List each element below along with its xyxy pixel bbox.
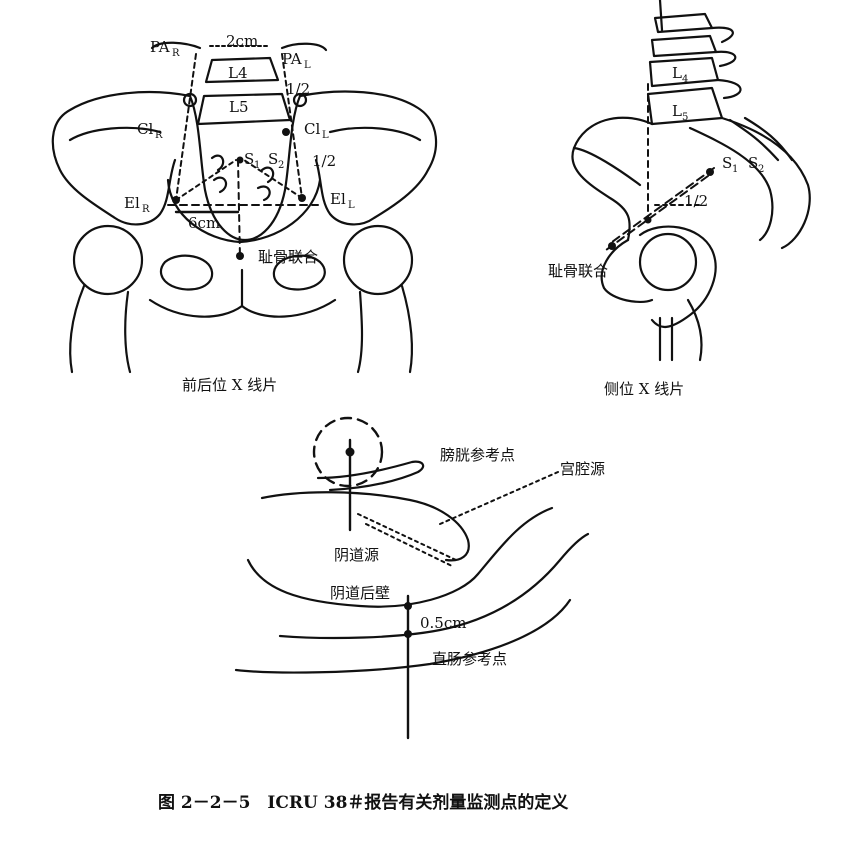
lat-symphysis-label: 耻骨联合 xyxy=(548,262,608,280)
lateral-spine-drawing xyxy=(571,0,811,362)
lat-l5-subscript: 5 xyxy=(682,112,688,123)
l4-label: L4 xyxy=(228,64,248,82)
figure-caption: 图 2－2－5 ICRU 38＃报告有关剂量监测点的定义 xyxy=(158,792,568,813)
ap-labels: PA R 2cm PA L L4 1/2 L5 Cl R Cl L S 1 S … xyxy=(124,32,355,394)
s2-label: S xyxy=(268,150,278,168)
sagittal-schematic xyxy=(234,416,590,740)
lat-l5-label: L xyxy=(672,102,682,120)
distance-label: 0.5cm xyxy=(420,614,466,632)
lateral-labels: L 4 L 5 S 1 S 2 1/2 耻骨联合 侧位 X 线片 xyxy=(548,64,764,398)
l5-label: L5 xyxy=(229,98,249,116)
lateral-measurement-lines xyxy=(605,83,715,251)
lateral-reference-points xyxy=(608,168,714,250)
lat-l4-label: L xyxy=(672,64,682,82)
sagittal-reference-points xyxy=(345,447,412,638)
sagittal-labels: 膀胱参考点 宫腔源 阴道源 阴道后壁 0.5cm 直肠参考点 xyxy=(330,446,605,668)
ap-symphysis-label: 耻骨联合 xyxy=(258,248,318,266)
el-r-label: El xyxy=(124,194,140,212)
rectal-point-label: 直肠参考点 xyxy=(432,650,507,668)
lat-s1-subscript: 1 xyxy=(732,164,738,175)
el-r-subscript: R xyxy=(142,204,150,215)
lat-half-label: 1/2 xyxy=(684,192,708,210)
s2-subscript: 2 xyxy=(278,160,284,171)
bladder-point-label: 膀胱参考点 xyxy=(440,446,515,464)
ap-reference-points xyxy=(172,128,306,260)
lateral-caption: 侧位 X 线片 xyxy=(604,380,684,398)
cl-r-label: Cl xyxy=(137,120,153,138)
el-l-label: El xyxy=(330,190,346,208)
pa-r-subscript: R xyxy=(172,48,180,59)
ap-caption: 前后位 X 线片 xyxy=(182,376,277,394)
lat-s2-subscript: 2 xyxy=(758,164,764,175)
pa-l-subscript: L xyxy=(304,60,311,71)
lat-s2-label: S xyxy=(748,154,758,172)
s1-subscript: 1 xyxy=(254,160,260,171)
cl-r-subscript: R xyxy=(155,130,163,141)
width-2cm-label: 2cm xyxy=(226,32,258,50)
lat-s1-label: S xyxy=(722,154,732,172)
lat-l4-subscript: 4 xyxy=(682,74,688,85)
uterine-source-label: 宫腔源 xyxy=(560,460,605,478)
vaginal-source-label: 阴道源 xyxy=(334,546,379,564)
half-2-label: 1/2 xyxy=(312,152,336,170)
posterior-vaginal-wall-label: 阴道后壁 xyxy=(330,584,390,602)
pa-l-label: PA xyxy=(282,50,302,68)
s1-label: S xyxy=(244,150,254,168)
pa-r-label: PA xyxy=(150,38,170,56)
el-l-subscript: L xyxy=(348,200,355,211)
half-1-label: 1/2 xyxy=(286,80,310,98)
ap-measurement-lines xyxy=(167,45,319,259)
cl-l-subscript: L xyxy=(322,130,329,141)
cl-l-label: Cl xyxy=(304,120,320,138)
ap-pelvis-drawing xyxy=(51,41,438,374)
sagittal-source-lines xyxy=(357,471,559,567)
width-6cm-label: 6cm xyxy=(188,214,220,232)
